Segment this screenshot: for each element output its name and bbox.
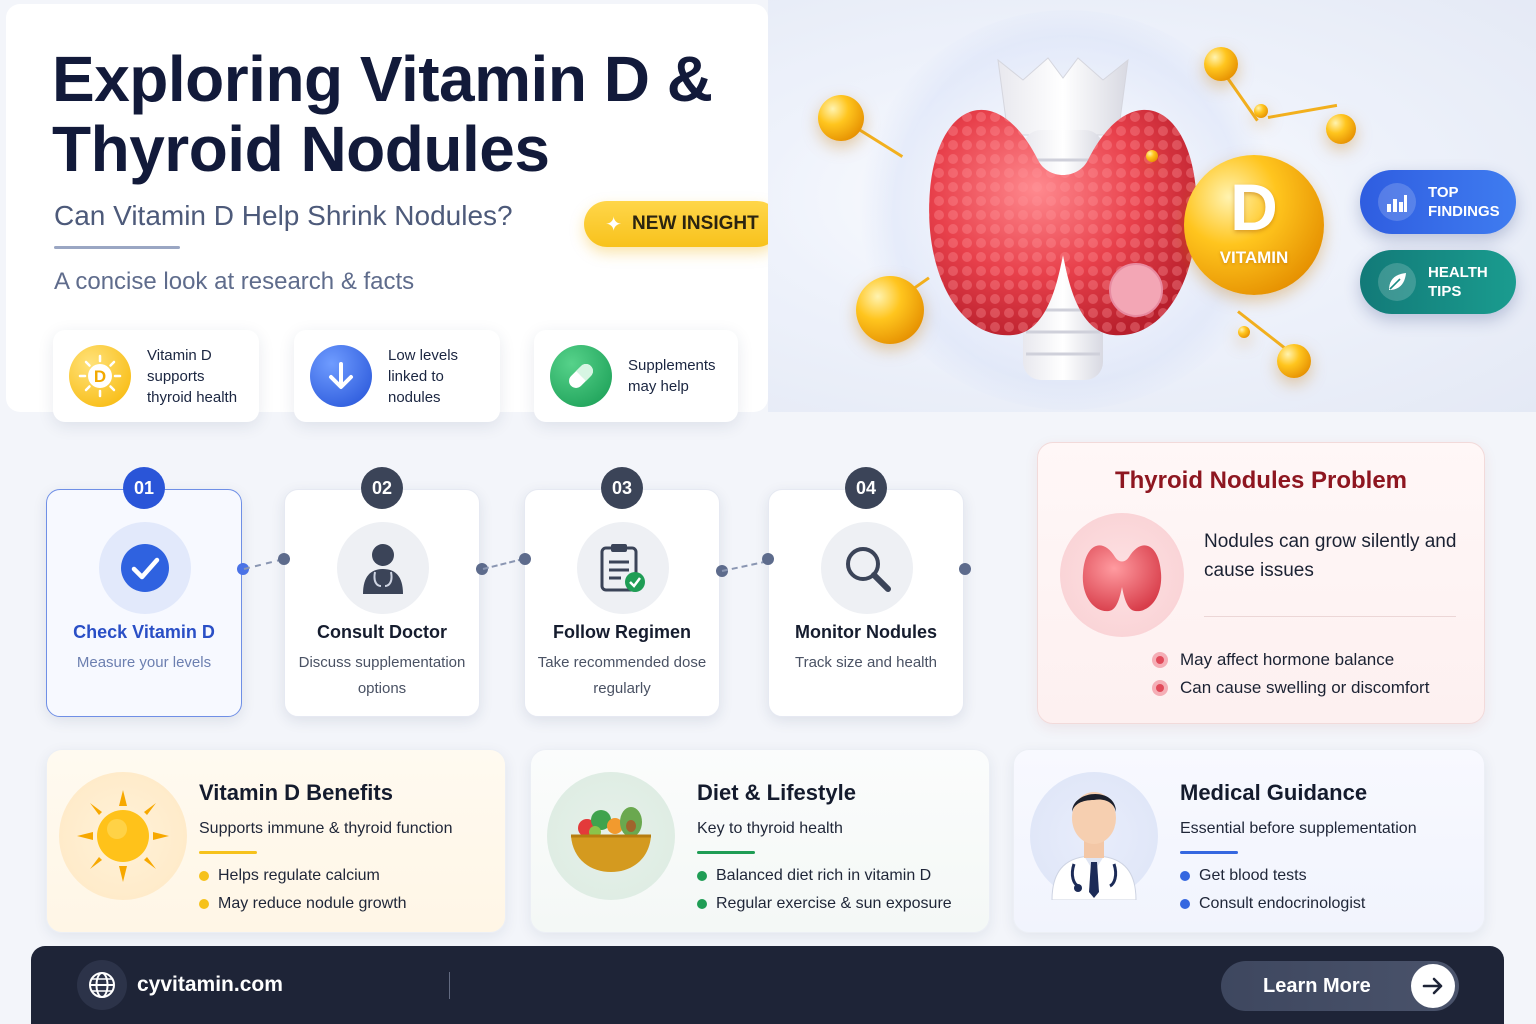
step-title: Monitor Nodules bbox=[795, 622, 937, 642]
clipboard-icon bbox=[600, 544, 645, 592]
problem-title: Thyroid Nodules Problem bbox=[1114, 467, 1408, 494]
connector-dot bbox=[476, 563, 488, 575]
step-description: Track size and health bbox=[794, 654, 938, 671]
thyroid-problem-card: Thyroid Nodules Problem Nodules can grow… bbox=[1037, 442, 1485, 724]
magnifier-icon bbox=[846, 547, 891, 592]
hero-illustration: D VITAMIN bbox=[768, 0, 1536, 412]
learn-more-button[interactable]: Learn More bbox=[1221, 961, 1459, 1011]
arrow-right-icon bbox=[1411, 964, 1455, 1008]
fact-card-vitamin-d: D Vitamin D supports thyroid health bbox=[53, 330, 259, 422]
step-card-follow-regimen[interactable]: Follow Regimen Take recommended dose reg… bbox=[524, 489, 720, 717]
doctor-avatar-icon bbox=[1030, 772, 1158, 900]
step-title: Consult Doctor bbox=[317, 622, 447, 642]
problem-bullet: May affect hormone balance bbox=[1152, 650, 1394, 670]
vitamin-sphere bbox=[856, 276, 924, 344]
leaf-icon bbox=[1378, 263, 1416, 301]
connector-dot bbox=[519, 553, 531, 565]
side-pill-label: TOP bbox=[1428, 184, 1459, 201]
subtitle-underline bbox=[54, 246, 180, 249]
step-card-consult-doctor[interactable]: Consult Doctor Discuss supplementation o… bbox=[284, 489, 480, 717]
fact-text-line: Supplements bbox=[628, 357, 716, 374]
card-bullet: Regular exercise & sun exposure bbox=[697, 895, 952, 913]
vitamin-sphere bbox=[1326, 114, 1356, 144]
fact-text-line: Low levels bbox=[388, 346, 459, 364]
connector-dot bbox=[959, 563, 971, 575]
side-pill-label: HEALTH bbox=[1428, 264, 1488, 281]
step-title: Follow Regimen bbox=[552, 622, 691, 642]
card-title: Diet & Lifestyle bbox=[697, 780, 856, 805]
connector-dot bbox=[716, 565, 728, 577]
card-subtitle: Supports immune & thyroid function bbox=[199, 820, 453, 837]
fact-text-line: supports bbox=[147, 367, 205, 385]
check-icon bbox=[121, 544, 169, 592]
health-tips-button[interactable]: HEALTH TIPS bbox=[1360, 250, 1516, 314]
fact-text-line: nodules bbox=[388, 388, 441, 406]
tagline: A concise look at research & facts bbox=[54, 268, 415, 295]
connector-dot bbox=[237, 563, 249, 575]
pill-icon bbox=[550, 345, 612, 407]
new-insight-label: NEW INSIGHT bbox=[632, 213, 759, 234]
step-description: Discuss supplementation options bbox=[298, 654, 466, 697]
diet-lifestyle-card: Diet & Lifestyle Key to thyroid health B… bbox=[530, 749, 990, 933]
side-pill-label: TIPS bbox=[1428, 283, 1462, 300]
svg-text:D: D bbox=[94, 367, 106, 386]
step-description: Measure your levels bbox=[76, 654, 212, 671]
vitamin-sphere bbox=[818, 95, 864, 141]
footer-divider bbox=[449, 972, 450, 999]
connector-dot bbox=[762, 553, 774, 565]
step-number: 01 bbox=[123, 467, 165, 509]
website-link[interactable]: cyvitamin.com bbox=[137, 973, 283, 996]
page-subtitle: Can Vitamin D Help Shrink Nodules? bbox=[54, 200, 513, 231]
card-bullet: Get blood tests bbox=[1180, 867, 1307, 885]
bar-chart-icon bbox=[1378, 183, 1416, 221]
fact-card-low-levels: Low levels linked to nodules bbox=[294, 330, 500, 422]
vitamin-d-benefits-card: Vitamin D Benefits Supports immune & thy… bbox=[46, 749, 506, 933]
connector-dot bbox=[278, 553, 290, 565]
card-bullet: Consult endocrinologist bbox=[1180, 895, 1365, 913]
arrow-down-icon bbox=[310, 345, 372, 407]
vitamin-d-letter: D bbox=[1230, 170, 1278, 244]
step-description: Take recommended dose regularly bbox=[537, 654, 707, 697]
card-title: Vitamin D Benefits bbox=[199, 780, 393, 805]
fact-text-line: Vitamin D bbox=[147, 346, 212, 364]
top-findings-button[interactable]: TOP FINDINGS bbox=[1360, 170, 1516, 234]
globe-icon bbox=[77, 960, 127, 1010]
step-number: 03 bbox=[601, 467, 643, 509]
vitamin-label: VITAMIN bbox=[1219, 248, 1289, 267]
fact-text-line: linked to bbox=[388, 367, 444, 385]
sparkle-icon: ✦ bbox=[605, 213, 623, 236]
doctor-icon bbox=[363, 544, 403, 594]
learn-more-label: Learn More bbox=[1263, 975, 1371, 997]
page-title: Exploring Vitamin D & Thyroid Nodules bbox=[52, 43, 713, 185]
card-title: Medical Guidance bbox=[1180, 780, 1368, 805]
step-title: Check Vitamin D bbox=[73, 622, 215, 642]
card-subtitle: Key to thyroid health bbox=[697, 820, 843, 837]
problem-lead: Nodules can grow silently and cause issu… bbox=[1204, 531, 1457, 581]
thyroid-small-icon bbox=[1060, 513, 1184, 637]
fact-text-line: thyroid health bbox=[147, 388, 238, 406]
sun-icon bbox=[59, 772, 187, 900]
step-card-check-vitamin-d[interactable]: Check Vitamin D Measure your levels bbox=[46, 489, 242, 717]
new-insight-badge[interactable]: ✦ NEW INSIGHT bbox=[584, 201, 780, 247]
vitamin-d-sphere bbox=[1184, 155, 1324, 295]
sun-d-icon: D bbox=[69, 345, 131, 407]
step-number: 02 bbox=[361, 467, 403, 509]
salad-bowl-icon bbox=[547, 772, 675, 900]
card-bullet: May reduce nodule growth bbox=[199, 895, 407, 913]
step-number: 04 bbox=[845, 467, 887, 509]
medical-guidance-card: Medical Guidance Essential before supple… bbox=[1013, 749, 1485, 933]
card-bullet: Balanced diet rich in vitamin D bbox=[697, 867, 931, 885]
footer-bar: cyvitamin.com Learn More bbox=[31, 946, 1504, 1024]
vitamin-sphere bbox=[1204, 47, 1238, 81]
step-card-monitor-nodules[interactable]: Monitor Nodules Track size and health bbox=[768, 489, 964, 717]
fact-text-line: may help bbox=[628, 378, 689, 395]
problem-bullet: Can cause swelling or discomfort bbox=[1152, 678, 1429, 698]
vitamin-sphere bbox=[1277, 344, 1311, 378]
fact-card-supplements: Supplements may help bbox=[534, 330, 738, 422]
card-subtitle: Essential before supplementation bbox=[1180, 820, 1417, 837]
side-pill-label: FINDINGS bbox=[1428, 203, 1500, 220]
card-bullet: Helps regulate calcium bbox=[199, 867, 380, 885]
thyroid-gland-icon bbox=[929, 57, 1197, 380]
